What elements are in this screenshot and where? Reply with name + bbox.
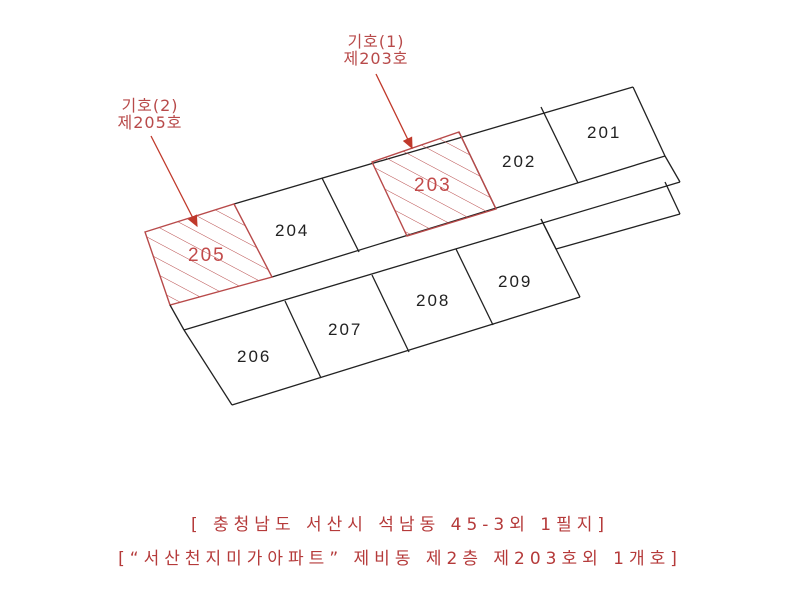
unit-209-label: 209 (498, 272, 532, 291)
unit-208-label: 208 (416, 291, 450, 310)
right-annex (540, 181, 681, 250)
unit-203-highlight[interactable] (371, 131, 497, 237)
callout-203: 기호(1) 제203호 (326, 33, 426, 67)
caption-address: [ 충청남도 서산시 석남동 45-3외 1필지] (190, 515, 609, 535)
callout-arrow-203 (375, 73, 413, 150)
unit-202-label: 202 (502, 152, 536, 171)
corridor (169, 155, 681, 331)
callout-205: 기호(2) 제205호 (100, 97, 200, 131)
callout-203-line2: 제203호 (343, 49, 409, 68)
unit-206-label: 206 (237, 347, 271, 366)
unit-205-highlight[interactable] (144, 203, 274, 306)
callout-205-line1: 기호(2) (121, 96, 179, 115)
callout-203-line1: 기호(1) (347, 32, 405, 51)
unit-203-label: 203 (414, 175, 452, 196)
unit-205-label: 205 (188, 245, 226, 266)
callout-205-line2: 제205호 (117, 113, 183, 132)
unit-204-label: 204 (275, 221, 309, 240)
caption-unit-info: [“서산천지미가아파트” 제비동 제2층 제203호외 1개호] (118, 549, 682, 569)
callout-arrow-205 (150, 135, 198, 228)
unit-201-label: 201 (587, 123, 621, 142)
lower-row (183, 218, 581, 406)
unit-207-label: 207 (328, 320, 362, 339)
